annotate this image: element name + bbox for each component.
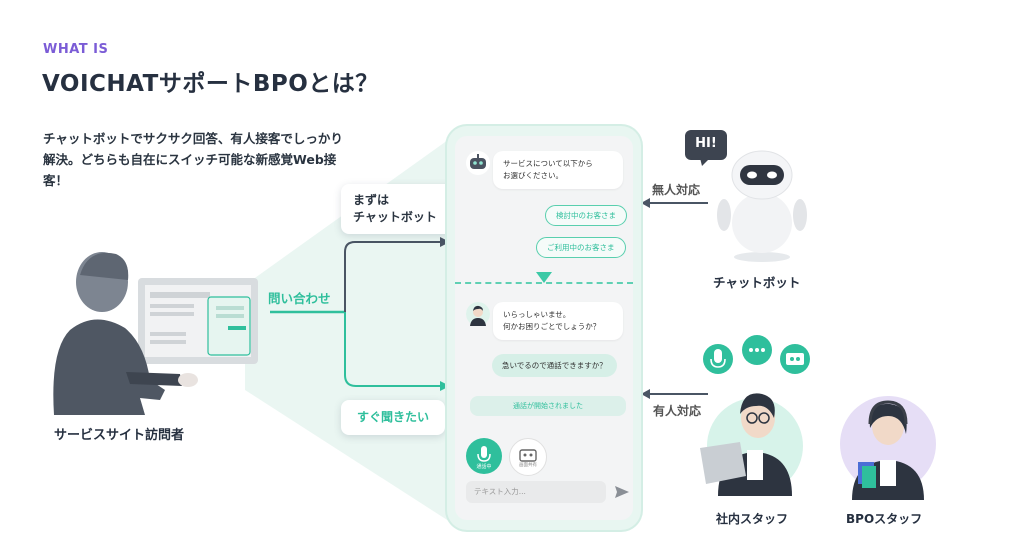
chatbot-robot-icon: [717, 150, 807, 262]
call-button[interactable]: [466, 438, 502, 474]
staff-message-line1: いらっしゃいませ。: [503, 310, 571, 319]
bpo-staff-illustration: [840, 396, 936, 500]
section-eyebrow: WHAT IS: [43, 42, 109, 57]
send-icon[interactable]: [614, 485, 630, 499]
screen-share-button[interactable]: [509, 438, 547, 476]
option-customer-button[interactable]: ご利用中のお客さま: [536, 237, 626, 258]
channel-icons: [703, 335, 810, 374]
unmanned-label: 無人対応: [652, 183, 701, 197]
visitor-illustration: [53, 252, 258, 415]
handoff-arrow-icon: [536, 272, 552, 283]
chatbot-name: チャットボット: [713, 275, 801, 290]
headset-icon: [868, 400, 908, 425]
visitor-label: サービスサイト訪問者: [54, 428, 185, 443]
bot-avatar: [466, 151, 490, 175]
staff-message: いらっしゃいませ。 何かお困りごとでしょうか？: [493, 302, 623, 340]
bot-message: サービスについて以下から お選びください。: [493, 151, 623, 189]
option-prospect-button[interactable]: 検討中のお客さま: [545, 205, 627, 226]
system-message: 通話が開始されました: [470, 396, 626, 416]
want-call-callout: すぐ聞きたい: [341, 400, 446, 435]
robot-icon: [470, 154, 486, 169]
page-description: チャットボットでサクサク回答、有人接客でしっかり解決。どちらも自在にスイッチ可能…: [43, 131, 343, 188]
inquiry-label: 問い合わせ: [268, 291, 331, 306]
first-chatbot-line1: まずは: [353, 193, 390, 207]
staff-message-line2: 何かお困りごとでしょうか？: [503, 322, 601, 331]
screen-share-label: 画面共有: [519, 463, 537, 468]
manned-label: 有人対応: [653, 404, 702, 418]
hi-text: HI!: [695, 136, 717, 151]
page-title: VOICHATサポートBPOとは？: [42, 71, 379, 97]
bot-message-line2: お選びください。: [503, 171, 563, 180]
microphone-icon: [477, 446, 491, 462]
internal-staff-name: 社内スタッフ: [716, 512, 789, 526]
call-button-label: 通話中: [476, 464, 492, 470]
hi-speech-bubble: [685, 130, 727, 160]
first-chatbot-line2: チャットボット: [353, 210, 437, 224]
user-message: 急いでるので通話できますか？: [492, 354, 617, 377]
bot-message-line1: サービスについて以下から: [503, 159, 593, 168]
handoff-divider: [455, 282, 633, 284]
chat-text-input[interactable]: テキスト入力...: [466, 481, 606, 503]
screen-share-icon: [519, 449, 537, 462]
hi-bubble-tail: [700, 158, 710, 166]
bpo-staff-name: BPOスタッフ: [846, 512, 923, 526]
internal-staff-illustration: [700, 393, 803, 496]
staff-face-icon: [466, 302, 490, 326]
staff-avatar: [466, 302, 490, 326]
